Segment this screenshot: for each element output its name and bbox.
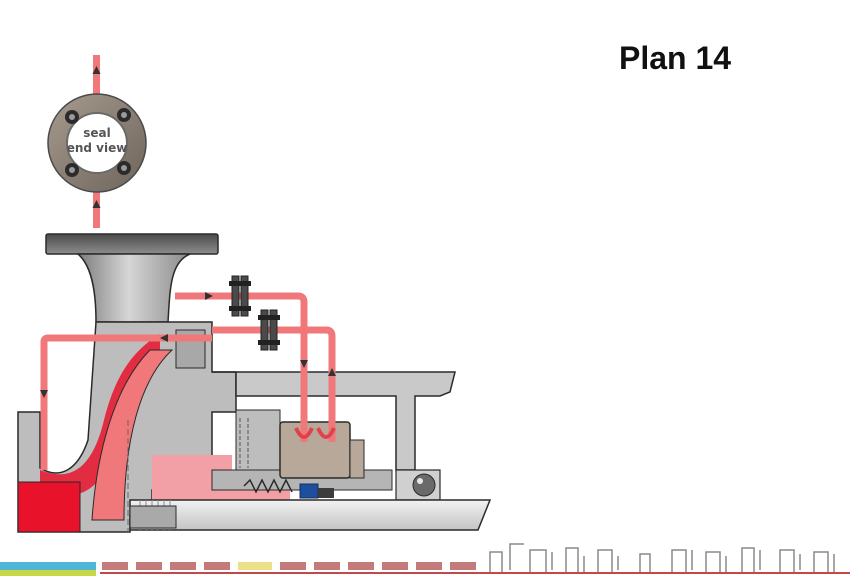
impeller-nut bbox=[129, 505, 177, 529]
thumbnail-item bbox=[779, 549, 801, 572]
arrow-icon bbox=[300, 360, 308, 368]
end-view-label-line2: end view bbox=[67, 141, 128, 155]
impeller-passage bbox=[40, 334, 160, 497]
impeller-vane bbox=[91, 349, 174, 521]
end-view-flow-line-top bbox=[93, 55, 100, 97]
thumbnail-item bbox=[639, 553, 651, 572]
arrow-icon bbox=[92, 66, 101, 74]
flush-line-suction bbox=[40, 334, 212, 470]
seal-end-view: seal end view bbox=[47, 55, 147, 228]
page-title: Plan 14 bbox=[618, 40, 732, 76]
frame-gland-housing bbox=[235, 409, 281, 471]
hex-nut-icon bbox=[65, 163, 79, 177]
flush-line-return bbox=[212, 326, 336, 442]
thumbnail-item bbox=[813, 551, 835, 572]
thumbnail-item bbox=[741, 547, 761, 572]
thumbnail-strip bbox=[0, 543, 850, 576]
orifice-flange-upper bbox=[229, 275, 251, 317]
hex-nut-icon bbox=[117, 108, 131, 122]
end-view-flow-line-bottom bbox=[93, 192, 100, 228]
thumbnail-item bbox=[348, 562, 374, 570]
arrow-icon bbox=[40, 390, 48, 398]
end-view-label-line1: seal bbox=[83, 126, 111, 140]
thumbnail-item bbox=[102, 562, 128, 570]
flush-line-discharge bbox=[175, 292, 308, 442]
thumbnail-item bbox=[136, 562, 162, 570]
hex-nut-icon bbox=[117, 161, 131, 175]
thumbnail-item bbox=[565, 547, 585, 572]
thumbnail-item bbox=[280, 562, 306, 570]
seal-spring bbox=[243, 478, 293, 494]
seal-face-rotating bbox=[299, 483, 319, 499]
thumbnail-item bbox=[382, 562, 408, 570]
pump-shaft bbox=[129, 499, 492, 531]
arrow-icon bbox=[92, 200, 101, 208]
arrow-icon bbox=[205, 292, 213, 300]
thumbnail-item bbox=[204, 562, 230, 570]
arrow-icon bbox=[160, 334, 168, 342]
end-view-gland bbox=[67, 113, 127, 173]
seal-port-coil bbox=[294, 427, 336, 439]
thumbnail-item bbox=[314, 562, 340, 570]
seal-gland-step bbox=[349, 439, 365, 479]
orifice-flange-lower bbox=[258, 309, 280, 351]
thumbnail-item bbox=[416, 562, 442, 570]
thumbnail-item bbox=[705, 551, 727, 572]
bearing bbox=[395, 469, 441, 501]
thumbnail-item bbox=[671, 549, 693, 572]
thumbnail-item bbox=[450, 562, 476, 570]
bearing-icon bbox=[412, 473, 436, 497]
end-view-gland-ring bbox=[66, 112, 128, 174]
seal-gland bbox=[279, 421, 351, 479]
arrow-icon bbox=[328, 368, 336, 376]
seal-face-stationary bbox=[318, 488, 334, 498]
volute-fluid-pool bbox=[17, 481, 81, 533]
nozzle-body bbox=[75, 253, 191, 323]
thumbnail-item bbox=[597, 549, 619, 572]
flush-piping bbox=[40, 275, 336, 470]
thumbnail-item bbox=[170, 562, 196, 570]
hex-nut-icon bbox=[65, 110, 79, 124]
nozzle-flange bbox=[45, 233, 219, 255]
thumbnail-item bbox=[489, 543, 524, 572]
thumbnail-item bbox=[529, 549, 553, 572]
discharge-nozzle bbox=[45, 233, 219, 323]
thumbnail-item bbox=[238, 562, 272, 570]
